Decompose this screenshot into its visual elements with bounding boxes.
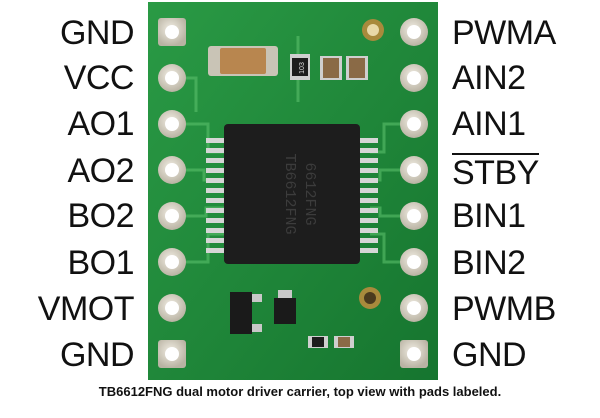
small-caps-top xyxy=(320,56,368,80)
left-pin-label-bo1: BO1 xyxy=(67,244,134,282)
resistor-marking: 103 xyxy=(299,62,306,74)
left-pin-label-ao1: AO1 xyxy=(67,105,134,143)
right-pin-label-pwmb: PWMB xyxy=(452,290,556,328)
left-pin-label-gnd-bottom: GND xyxy=(59,336,135,374)
right-pin-label-pwma: PWMA xyxy=(452,14,556,52)
right-pin-label-stby: STBY xyxy=(452,153,539,192)
left-pin-label-gnd-top: GND xyxy=(59,14,135,52)
right-pin-label-bin1: BIN1 xyxy=(452,197,526,235)
left-pin-label-bo2: BO2 xyxy=(67,197,134,235)
right-pin-label-gnd-bottom: GND xyxy=(452,336,527,374)
pcb-board: 103 TB6612FNG 6612FNG xyxy=(148,2,438,380)
chip-marking-line2: 6612FNG xyxy=(301,162,318,225)
left-pin-label-vmot: VMOT xyxy=(37,290,135,328)
right-pads xyxy=(400,18,428,368)
chip-pins xyxy=(206,138,378,253)
left-pin-label-ao2: AO2 xyxy=(67,152,134,190)
left-pin-label-vcc: VCC xyxy=(63,59,135,97)
right-pin-label-bin2: BIN2 xyxy=(452,244,526,282)
right-pin-label-ain2: AIN2 xyxy=(452,59,526,97)
bottom-components xyxy=(230,290,354,348)
resistor-103: 103 xyxy=(290,54,310,80)
driver-chip xyxy=(224,124,360,264)
left-pads xyxy=(158,18,186,368)
chip-marking-line1: TB6612FNG xyxy=(281,153,298,234)
image-caption: TB6612FNG dual motor driver carrier, top… xyxy=(98,384,502,399)
right-pin-label-ain1: AIN1 xyxy=(452,105,526,143)
capacitor-top xyxy=(208,46,278,76)
